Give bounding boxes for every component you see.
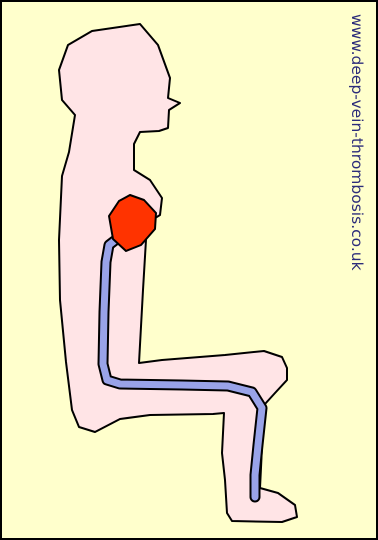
site-url-label: www.deep-vein-thrombosis.co.uk bbox=[345, 14, 369, 336]
